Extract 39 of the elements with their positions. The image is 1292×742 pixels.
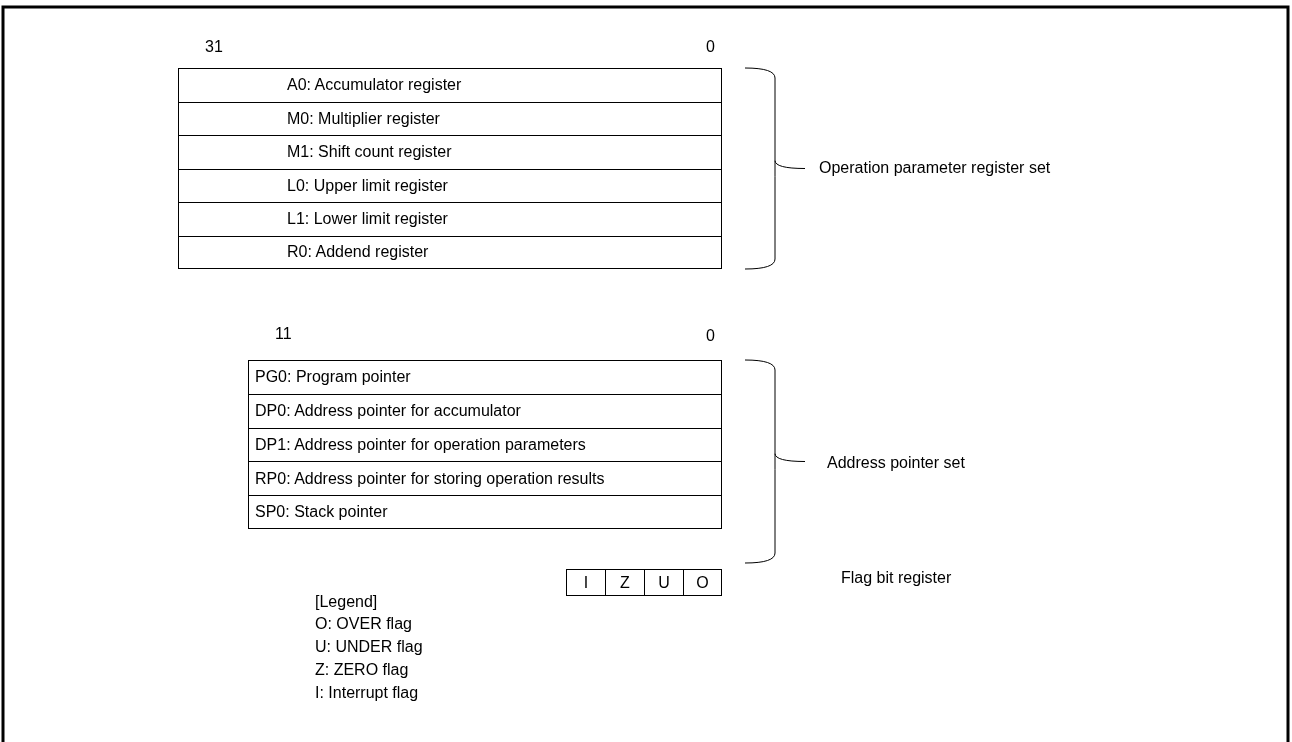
register-row [248, 360, 722, 395]
legend-entry: Z: ZERO flag [315, 660, 409, 680]
flag-bit-cell [644, 569, 684, 596]
flag-bit-cell [566, 569, 606, 596]
register-name: L1: Lower limit register [287, 210, 448, 229]
bit-number: 0 [706, 37, 715, 57]
register-row [248, 393, 722, 429]
register-name: I [583, 573, 589, 592]
flag-bit-cell [605, 569, 645, 596]
register-name: DP1: Address pointer for operation parameters [255, 436, 586, 454]
register-name: M1: Shift count register [287, 143, 452, 162]
register-set-label: Address pointer set [827, 453, 965, 473]
bit-number: 11 [275, 324, 292, 344]
register-row [248, 461, 722, 497]
register-name: DP0: Address pointer for accumulator [255, 402, 521, 421]
register-name: U [658, 573, 670, 592]
register-row [178, 68, 722, 103]
register-name: SP0: Stack pointer [255, 503, 388, 522]
register-row [248, 495, 722, 529]
register-set-label: Operation parameter register set [819, 158, 1051, 178]
register-name: Z [620, 573, 630, 592]
legend-entry: O: OVER flag [315, 614, 412, 634]
register-name: L0: Upper limit register [287, 176, 448, 195]
register-name: O [696, 573, 709, 592]
legend-entry: I: Interrupt flag [315, 683, 419, 703]
register-row [178, 235, 722, 269]
legend-entry: U: UNDER flag [315, 637, 423, 657]
register-name: M0: Multiplier register [287, 109, 440, 128]
register-name: R0: Addend register [287, 243, 429, 262]
flag-bit-cell [683, 569, 722, 596]
register-name: A0: Accumulator register [287, 76, 462, 95]
register-row [178, 202, 722, 237]
bit-number: 0 [706, 326, 715, 346]
register-label: Flag bit register [841, 568, 952, 588]
legend-heading: [Legend] [315, 592, 378, 612]
register-row [178, 135, 722, 170]
register-name: PG0: Program pointer [255, 368, 411, 387]
bit-number: 31 [205, 37, 223, 57]
register-name: RP0: Address pointer for storing operation results [255, 469, 605, 488]
